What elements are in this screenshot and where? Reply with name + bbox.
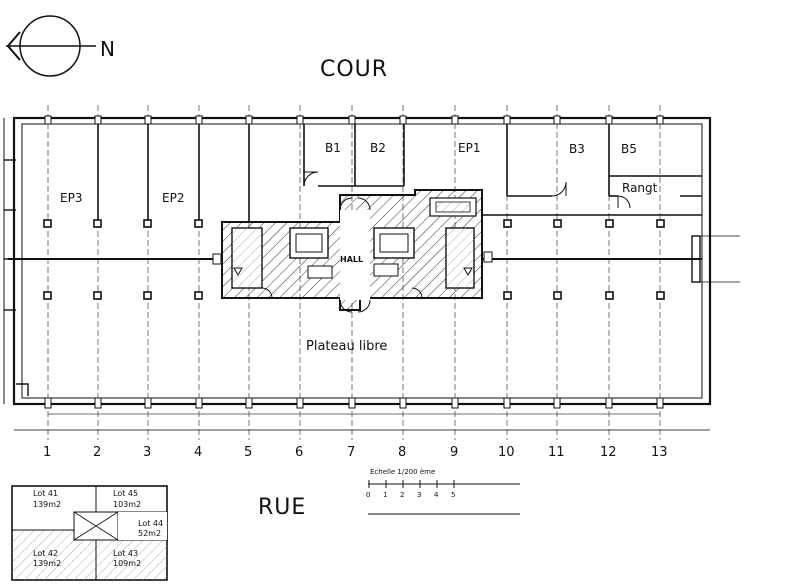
room-rangt: Rangt (622, 181, 658, 195)
axis-label: 2 (93, 445, 101, 460)
scale-title: Echelle 1/200 ème (370, 468, 435, 476)
label-cour: COUR (320, 57, 388, 82)
lot-name: Lot 42 (33, 549, 58, 558)
building-core: HALL (212, 189, 493, 313)
axis-label: 8 (398, 445, 406, 460)
lot-name: Lot 44 (138, 519, 163, 528)
lot-area: 103m2 (113, 500, 141, 509)
axis-label: 10 (498, 445, 515, 460)
lot-area: 139m2 (33, 500, 61, 509)
side-fixtures (4, 159, 740, 396)
door-swings (303, 171, 631, 209)
lot-area: 109m2 (113, 559, 141, 568)
dimension-line (14, 413, 710, 431)
room-b1: B1 (325, 141, 341, 155)
lot-name: Lot 43 (113, 549, 138, 558)
scale-tick: 3 (417, 491, 421, 499)
scale-tick: 4 (434, 491, 439, 499)
axis-label: 13 (651, 445, 668, 460)
columns (43, 219, 665, 300)
room-b5: B5 (621, 142, 637, 156)
lot-name: Lot 45 (113, 489, 138, 498)
scale-tick: 2 (400, 491, 404, 499)
lot-area: 52m2 (138, 529, 161, 538)
axis-label: 11 (548, 445, 565, 460)
lots-plan: Lot 41 139m2 Lot 45 103m2 Lot 44 52m2 Lo… (11, 485, 168, 581)
partition-walls (8, 124, 702, 260)
lot-area: 139m2 (33, 559, 61, 568)
scale-tick: 1 (383, 491, 387, 499)
room-labels: EP3 EP2 B1 B2 EP1 B3 B5 Rangt Plateau li… (60, 141, 658, 354)
axis-label: 7 (347, 445, 355, 460)
axis-numbers: 1 2 3 4 5 6 7 8 9 10 11 12 13 (43, 445, 668, 460)
north-arrow-icon (6, 31, 21, 61)
label-rue: RUE (258, 495, 306, 520)
label-plateau: Plateau libre (306, 339, 387, 354)
axis-label: 3 (143, 445, 151, 460)
axis-label: 9 (450, 445, 458, 460)
axis-label: 6 (295, 445, 303, 460)
lot-name: Lot 41 (33, 489, 58, 498)
room-ep3: EP3 (60, 191, 82, 205)
room-ep2: EP2 (162, 191, 184, 205)
axis-label: 5 (244, 445, 252, 460)
scale-bar: Echelle 1/200 ème 0 1 2 3 4 5 (366, 468, 520, 515)
compass: N (6, 15, 115, 77)
compass-letter: N (100, 37, 115, 61)
axis-label: 4 (194, 445, 202, 460)
room-b3: B3 (569, 142, 585, 156)
label-hall: HALL (340, 255, 363, 264)
axis-label: 12 (600, 445, 617, 460)
room-ep1: EP1 (458, 141, 480, 155)
axis-posts (44, 115, 664, 409)
building-outline (3, 116, 712, 406)
axis-label: 1 (43, 445, 51, 460)
room-b2: B2 (370, 141, 386, 155)
scale-tick: 0 (366, 491, 370, 499)
scale-tick: 5 (451, 491, 455, 499)
